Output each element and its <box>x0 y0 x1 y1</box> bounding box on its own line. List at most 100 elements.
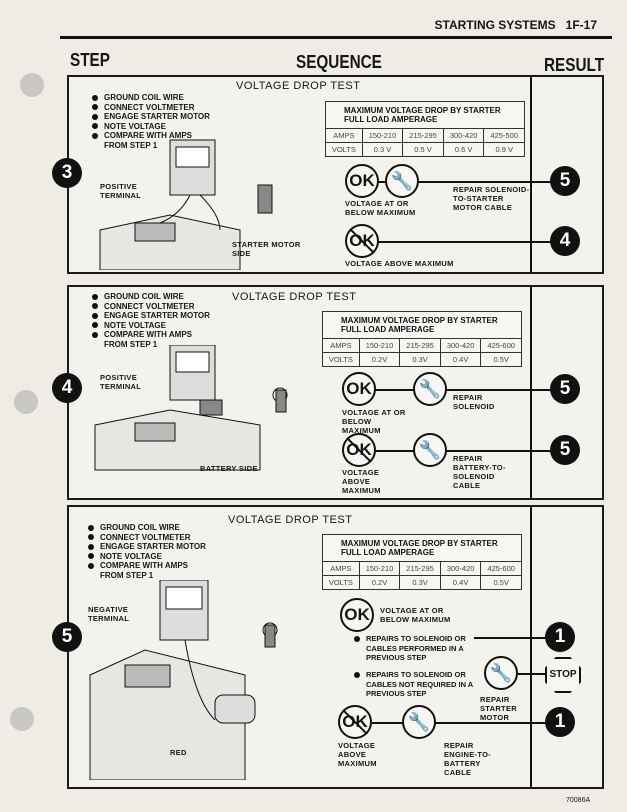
not-ok-icon: OK <box>345 224 379 258</box>
volts-cell: 0.3V <box>399 575 441 590</box>
result-step-badge[interactable]: 1 <box>545 707 575 737</box>
flow-line <box>372 722 558 724</box>
result-divider <box>530 507 532 787</box>
wrench-icon: 🔧 <box>402 705 436 739</box>
instruction: COMPARE WITH AMPS FROM STEP 1 <box>88 561 190 580</box>
volts-cell: 0.6 V <box>442 142 485 157</box>
instruction: CONNECT VOLTMETER <box>92 302 228 312</box>
repair-label: REPAIR STARTER MOTOR <box>480 695 517 722</box>
repair-label: REPAIR SOLENOID-TO-STARTER MOTOR CABLE <box>453 185 530 212</box>
wrench-icon: 🔧 <box>484 656 518 690</box>
wrench-icon: 🔧 <box>385 164 419 198</box>
voltage-drop-table: MAXIMUM VOLTAGE DROP BY STARTER FULL LOA… <box>325 101 525 157</box>
volts-cell: 0.2V <box>358 352 401 367</box>
voltmeter-illustration <box>99 139 273 270</box>
ok-icon: OK <box>340 598 374 632</box>
volts-cell: 0.3V <box>399 352 441 367</box>
not-ok-label: VOLTAGE ABOVE MAXIMUM <box>338 741 377 768</box>
result-divider <box>530 77 532 272</box>
ok-label: VOLTAGE AT OR BELOW MAXIMUM <box>345 199 416 217</box>
binder-hole <box>20 73 44 97</box>
table-title: MAXIMUM VOLTAGE DROP BY STARTER FULL LOA… <box>322 534 522 562</box>
callout-negative-terminal: NEGATIVE TERMINAL <box>88 605 130 623</box>
step-number-badge: 5 <box>52 622 82 652</box>
result-step-badge[interactable]: 5 <box>550 374 580 404</box>
step-column-header: STEP <box>70 50 110 70</box>
repair-label: REPAIR ENGINE-TO-BATTERY CABLE <box>444 741 492 777</box>
not-ok-icon: OK <box>338 705 372 739</box>
voltmeter-illustration <box>89 580 278 780</box>
wrench-icon: 🔧 <box>413 433 447 467</box>
volts-cell: 0.4V <box>439 575 482 590</box>
instruction: ENGAGE STARTER MOTOR <box>92 112 227 122</box>
ok-label: VOLTAGE AT OR BELOW MAXIMUM <box>342 408 406 435</box>
sequence-column-header: SEQUENCE <box>296 52 382 72</box>
instruction: NOTE VOLTAGE <box>92 321 228 331</box>
ok-label: VOLTAGE AT OR BELOW MAXIMUM <box>380 606 451 624</box>
instruction: NOTE VOLTAGE <box>92 122 227 132</box>
amps-cell: 215-295 <box>399 338 441 353</box>
instruction: CONNECT VOLTMETER <box>92 103 227 113</box>
callout-positive-terminal: POSITIVE TERMINAL <box>100 373 142 391</box>
condition-list: REPAIRS TO SOLENOID OR CABLES PERFORMED … <box>354 634 472 663</box>
result-step-badge[interactable]: 5 <box>550 166 580 196</box>
amps-cell: 150-210 <box>361 128 404 143</box>
header-rule <box>60 36 612 39</box>
amps-cell: 300-420 <box>439 338 482 353</box>
panel-title: VOLTAGE DROP TEST <box>228 514 353 526</box>
amps-cell: 150-210 <box>358 561 401 576</box>
not-ok-icon: OK <box>342 433 376 467</box>
table-title: MAXIMUM VOLTAGE DROP BY STARTER FULL LOA… <box>322 311 522 339</box>
volts-cell: 0.3 V <box>361 142 404 157</box>
binder-hole <box>10 707 34 731</box>
amps-label: AMPS <box>325 128 363 143</box>
page-header: STARTING SYSTEMS 1F-17 <box>435 18 597 32</box>
ok-icon: OK <box>345 164 379 198</box>
instruction: GROUND COIL WIRE <box>92 292 228 302</box>
volts-label: VOLTS <box>322 575 360 590</box>
volts-cell: 0.5 V <box>402 142 444 157</box>
step-number-badge: 4 <box>52 373 82 403</box>
ok-icon: OK <box>342 372 376 406</box>
amps-cell: 425-500 <box>483 128 525 143</box>
result-step-badge[interactable]: 1 <box>545 622 575 652</box>
volts-cell: 0.5V <box>480 352 522 367</box>
repair-label: REPAIR SOLENOID <box>453 393 495 411</box>
instruction: NOTE VOLTAGE <box>88 552 224 562</box>
condition-previous-repairs: REPAIRS TO SOLENOID OR CABLES PERFORMED … <box>354 634 472 663</box>
callout-battery-side: BATTERY SIDE <box>200 464 258 473</box>
callout-starter-motor-side: STARTER MOTOR SIDE <box>232 240 301 258</box>
result-step-badge[interactable]: 5 <box>550 435 580 465</box>
instruction-list: GROUND COIL WIRE CONNECT VOLTMETER ENGAG… <box>92 292 228 349</box>
flow-line <box>378 241 558 243</box>
volts-label: VOLTS <box>325 142 363 157</box>
instruction: COMPARE WITH AMPS FROM STEP 1 <box>92 330 194 349</box>
condition-list: REPAIRS TO SOLENOID OR CABLES NOT REQUIR… <box>354 670 479 699</box>
amps-label: AMPS <box>322 338 360 353</box>
amps-cell: 300-420 <box>442 128 485 143</box>
flow-line <box>375 450 558 452</box>
instruction: GROUND COIL WIRE <box>92 93 227 103</box>
instruction: CONNECT VOLTMETER <box>88 533 224 543</box>
instruction-list: GROUND COIL WIRE CONNECT VOLTMETER ENGAG… <box>92 93 227 150</box>
instruction: ENGAGE STARTER MOTOR <box>88 542 224 552</box>
table-title: MAXIMUM VOLTAGE DROP BY STARTER FULL LOA… <box>325 101 525 129</box>
volts-cell: 0.9 V <box>483 142 525 157</box>
instruction-list: GROUND COIL WIRE CONNECT VOLTMETER ENGAG… <box>88 523 224 580</box>
flow-line <box>474 637 558 639</box>
result-step-badge[interactable]: 4 <box>550 226 580 256</box>
panel-title: VOLTAGE DROP TEST <box>232 291 357 303</box>
stop-sign-badge: STOP <box>545 657 581 693</box>
not-ok-label: VOLTAGE ABOVE MAXIMUM <box>342 468 381 495</box>
not-ok-label: VOLTAGE ABOVE MAXIMUM <box>345 259 454 268</box>
section-title: STARTING SYSTEMS <box>434 18 556 32</box>
volts-cell: 0.5V <box>480 575 522 590</box>
voltmeter-illustration <box>94 345 288 471</box>
repair-label: REPAIR BATTERY-TO-SOLENOID CABLE <box>453 454 506 490</box>
callout-positive-terminal: POSITIVE TERMINAL <box>100 182 142 200</box>
wrench-icon: 🔧 <box>413 372 447 406</box>
amps-cell: 215-295 <box>399 561 441 576</box>
amps-cell: 425-600 <box>480 338 522 353</box>
amps-cell: 300-420 <box>439 561 482 576</box>
flow-line <box>378 181 558 183</box>
